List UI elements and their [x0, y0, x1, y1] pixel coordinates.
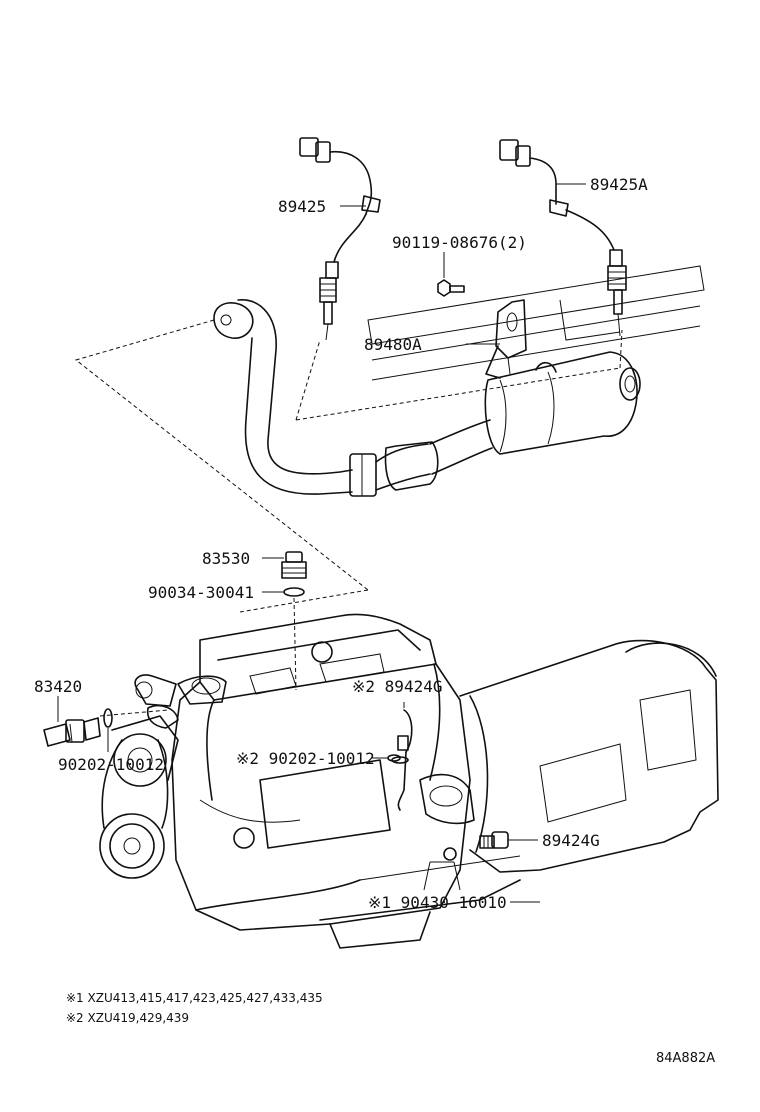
- dashed-leaders-lower: [99, 589, 369, 717]
- label-89424G-upper: ※2 89424G: [352, 677, 442, 696]
- label-89425A: 89425A: [590, 175, 648, 194]
- footnote-1: ※1 XZU413,415,417,423,425,427,433,435: [66, 991, 323, 1005]
- label-83420: 83420: [34, 677, 82, 696]
- dashed-leaders-upper: [74, 319, 623, 591]
- label-90202-10012-right: ※2 90202-10012: [236, 749, 375, 768]
- bolt-90119: [437, 252, 465, 297]
- engine-block: [99, 613, 475, 949]
- label-90430-16010: ※1 90430-16010: [368, 893, 507, 912]
- sensor-89424G-lower: [479, 831, 538, 849]
- footnote-2: ※2 XZU419,429,439: [66, 1011, 189, 1025]
- oxygen-sensor-89425: [299, 137, 381, 341]
- label-89424G-lower: 89424G: [542, 831, 600, 850]
- label-leaders: [262, 183, 586, 903]
- transmission: [319, 639, 719, 921]
- bracket-89480A: [485, 299, 527, 379]
- sensor-89424G-upper: [391, 702, 413, 811]
- gasket-90430: [423, 847, 461, 891]
- frame-rails: [367, 265, 705, 381]
- sensor-83420: [43, 696, 101, 747]
- exhaust-pipe-assembly: [213, 299, 641, 497]
- label-83530: 83530: [202, 549, 250, 568]
- label-89425: 89425: [278, 197, 326, 216]
- gasket-90202-left: [103, 708, 113, 752]
- label-90034-30041: 90034-30041: [148, 583, 254, 602]
- drawing-reference: 84A882A: [656, 1051, 715, 1066]
- label-90119-08676: 90119-08676(2): [392, 233, 527, 252]
- label-90202-10012-left: 90202-10012: [58, 755, 164, 774]
- label-89480A: 89480A: [364, 335, 422, 354]
